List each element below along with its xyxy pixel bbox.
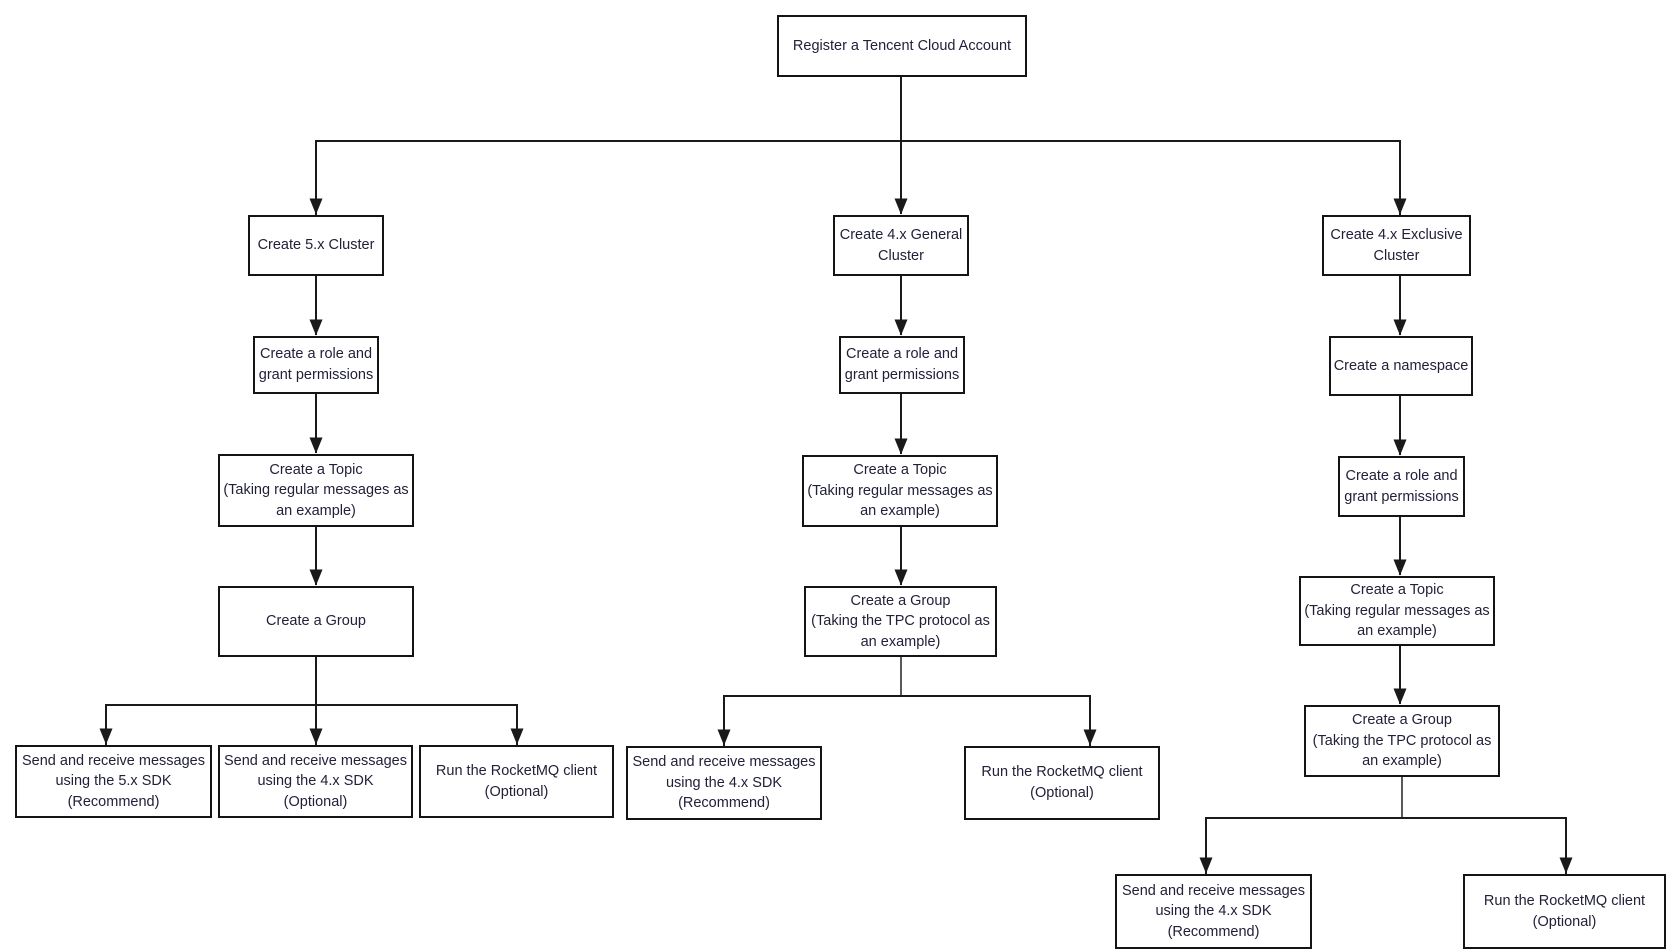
- node-create-4x-exclusive-cluster: Create 4.x Exclusive Cluster: [1322, 215, 1471, 276]
- node-5x-run-client: Run the RocketMQ client (Optional): [419, 745, 614, 818]
- node-register-account: Register a Tencent Cloud Account: [777, 15, 1027, 77]
- node-4xe-create-topic: Create a Topic (Taking regular messages …: [1299, 576, 1495, 646]
- node-5x-send-receive-4x-sdk: Send and receive messages using the 4.x …: [218, 745, 413, 818]
- node-5x-create-topic: Create a Topic (Taking regular messages …: [218, 454, 414, 527]
- node-4xe-send-receive-4x-sdk: Send and receive messages using the 4.x …: [1115, 874, 1312, 949]
- node-4xe-create-namespace: Create a namespace: [1329, 336, 1473, 396]
- node-4xe-create-group: Create a Group (Taking the TPC protocol …: [1304, 705, 1500, 777]
- node-4xg-create-group: Create a Group (Taking the TPC protocol …: [804, 586, 997, 657]
- node-4xg-create-role: Create a role and grant permissions: [839, 336, 965, 394]
- node-4xe-run-client: Run the RocketMQ client (Optional): [1463, 874, 1666, 949]
- node-5x-send-receive-5x-sdk: Send and receive messages using the 5.x …: [15, 745, 212, 818]
- node-5x-create-role: Create a role and grant permissions: [253, 336, 379, 394]
- node-create-4x-general-cluster: Create 4.x General Cluster: [833, 215, 969, 276]
- node-4xe-create-role: Create a role and grant permissions: [1338, 456, 1465, 517]
- node-4xg-run-client: Run the RocketMQ client (Optional): [964, 746, 1160, 820]
- node-4xg-create-topic: Create a Topic (Taking regular messages …: [802, 455, 998, 527]
- node-4xg-send-receive-4x-sdk: Send and receive messages using the 4.x …: [626, 746, 822, 820]
- node-5x-create-group: Create a Group: [218, 586, 414, 657]
- node-create-5x-cluster: Create 5.x Cluster: [248, 215, 384, 276]
